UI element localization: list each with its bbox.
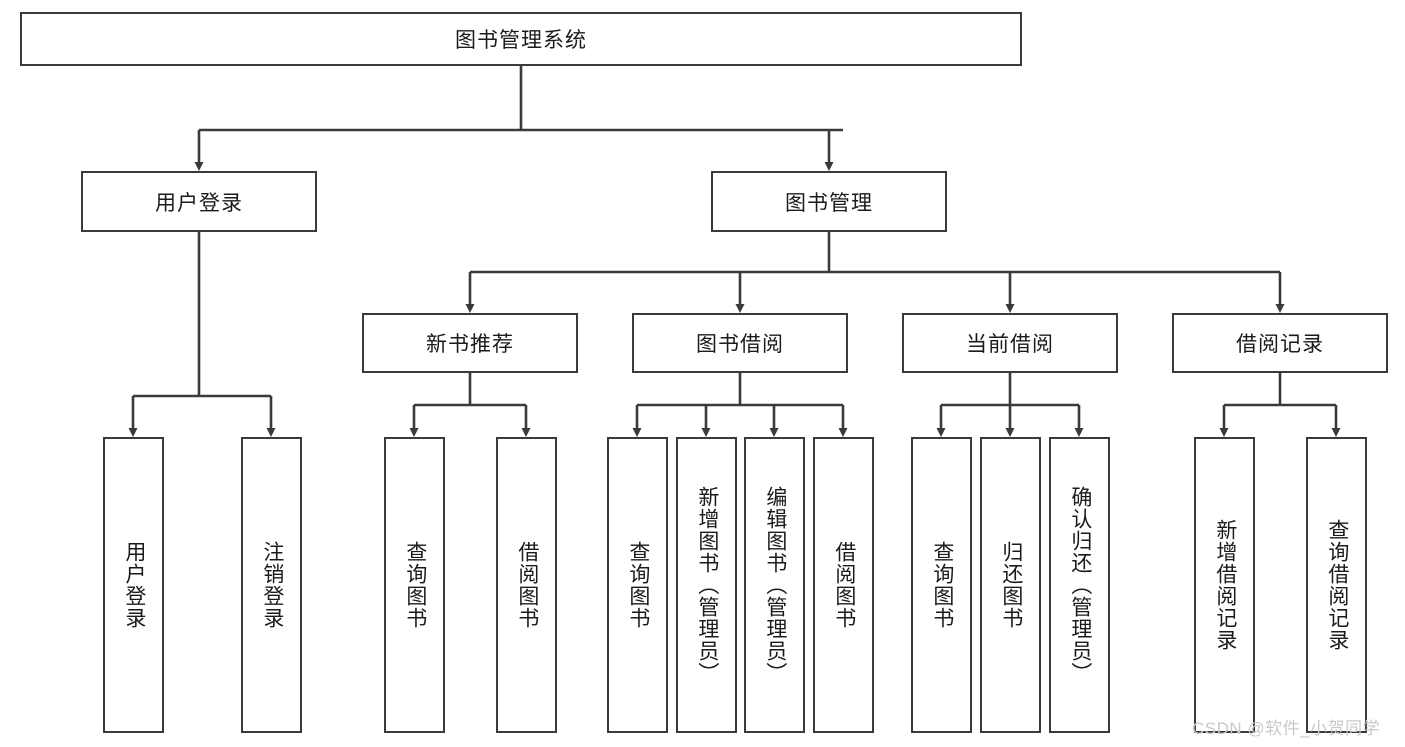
node-root-label: 图书管理系统	[455, 29, 587, 52]
leaf-current-borrow-confirm-return-label: 确认归还（管理员）	[1068, 486, 1092, 684]
leaf-book-borrow-borrow[interactable]: 借阅图书	[813, 437, 874, 733]
leaf-book-borrow-edit[interactable]: 编辑图书（管理员）	[744, 437, 805, 733]
node-borrow-record[interactable]: 借阅记录	[1172, 313, 1388, 373]
leaf-book-borrow-query[interactable]: 查询图书	[607, 437, 668, 733]
node-root-system[interactable]: 图书管理系统	[20, 12, 1022, 66]
leaf-borrow-record-query-label: 查询借阅记录	[1325, 519, 1349, 651]
leaf-new-book-query[interactable]: 查询图书	[384, 437, 445, 733]
leaf-current-borrow-return-label: 归还图书	[999, 541, 1023, 629]
leaf-user-login-logout[interactable]: 注销登录	[241, 437, 302, 733]
leaf-book-borrow-add-label: 新增图书（管理员）	[695, 486, 719, 684]
leaf-user-login-login[interactable]: 用户登录	[103, 437, 164, 733]
leaf-new-book-borrow[interactable]: 借阅图书	[496, 437, 557, 733]
node-book-borrow[interactable]: 图书借阅	[632, 313, 848, 373]
node-new-book-recommend-label: 新书推荐	[426, 333, 514, 356]
node-borrow-record-label: 借阅记录	[1236, 333, 1324, 356]
leaf-borrow-record-add[interactable]: 新增借阅记录	[1194, 437, 1255, 733]
leaf-current-borrow-return[interactable]: 归还图书	[980, 437, 1041, 733]
leaf-user-login-logout-label: 注销登录	[260, 541, 284, 629]
node-new-book-recommend[interactable]: 新书推荐	[362, 313, 578, 373]
leaf-book-borrow-edit-label: 编辑图书（管理员）	[763, 486, 787, 684]
node-book-management[interactable]: 图书管理	[711, 171, 947, 232]
node-book-management-label: 图书管理	[785, 191, 873, 215]
node-book-borrow-label: 图书借阅	[696, 333, 784, 356]
leaf-borrow-record-add-label: 新增借阅记录	[1213, 519, 1237, 651]
csdn-watermark: CSDN @软件_小贺同学	[1192, 719, 1381, 738]
leaf-current-borrow-confirm-return[interactable]: 确认归还（管理员）	[1049, 437, 1110, 733]
node-user-login[interactable]: 用户登录	[81, 171, 317, 232]
leaf-book-borrow-add[interactable]: 新增图书（管理员）	[676, 437, 737, 733]
node-current-borrow[interactable]: 当前借阅	[902, 313, 1118, 373]
leaf-current-borrow-query-label: 查询图书	[930, 541, 954, 629]
leaf-new-book-borrow-label: 借阅图书	[515, 541, 539, 629]
leaf-book-borrow-query-label: 查询图书	[626, 541, 650, 629]
leaf-borrow-record-query[interactable]: 查询借阅记录	[1306, 437, 1367, 733]
leaf-user-login-login-label: 用户登录	[122, 541, 146, 629]
leaf-new-book-query-label: 查询图书	[403, 541, 427, 629]
leaf-current-borrow-query[interactable]: 查询图书	[911, 437, 972, 733]
node-user-login-label: 用户登录	[155, 191, 243, 215]
leaf-book-borrow-borrow-label: 借阅图书	[832, 541, 856, 629]
node-current-borrow-label: 当前借阅	[966, 333, 1054, 356]
